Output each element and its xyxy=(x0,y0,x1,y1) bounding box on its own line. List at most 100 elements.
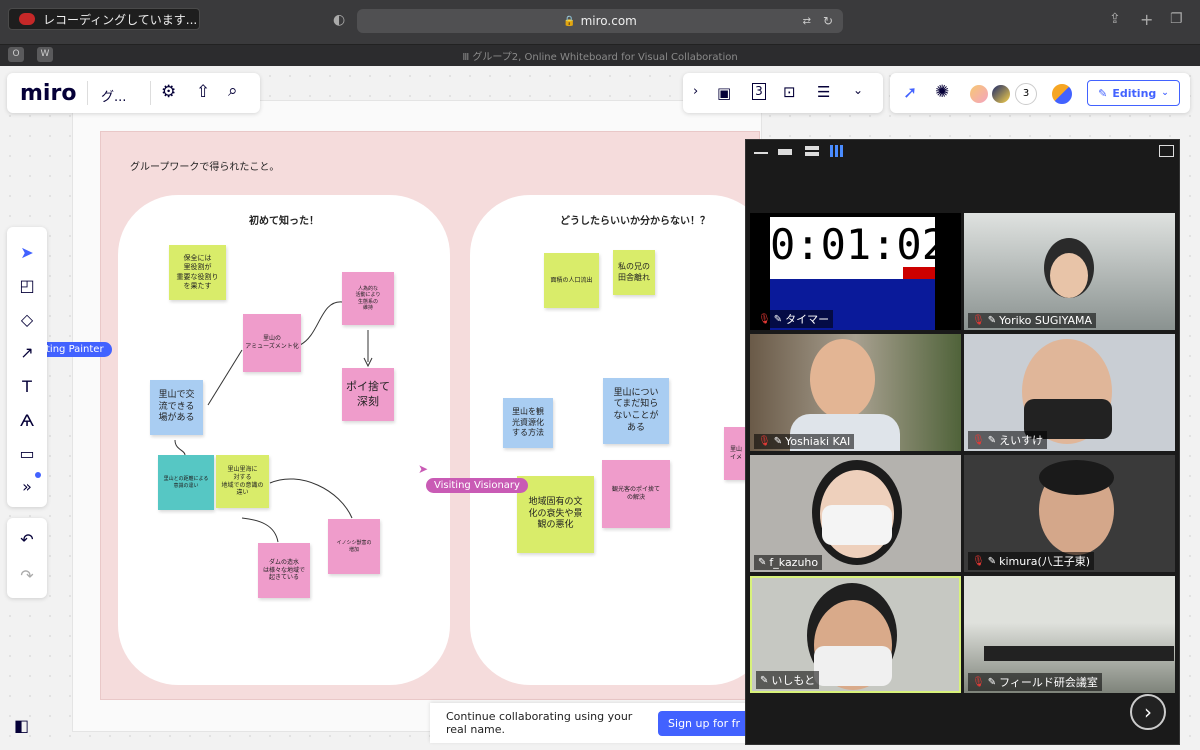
connector-tool-icon[interactable]: ↗ xyxy=(20,343,34,362)
timer-display: 0:01:02 xyxy=(770,217,947,273)
tab-title: Ⅲ グループ2, Online Whiteboard for Visual Co… xyxy=(462,52,738,63)
recording-indicator[interactable]: レコーディングしています... xyxy=(8,8,200,30)
participant-tile[interactable]: 🎙✎フィールド研会議室 xyxy=(964,576,1175,693)
timer-3-icon[interactable]: 3 xyxy=(752,83,766,100)
sticky-note-tool-icon[interactable]: ◰ xyxy=(19,276,35,295)
sticky-note[interactable]: 地域固有の文 化の衰失や景 観の悪化 xyxy=(517,476,594,553)
lock-icon: 🔒 xyxy=(563,15,576,27)
my-avatar[interactable] xyxy=(1050,82,1074,106)
sidebar-toggle-icon[interactable]: ◧ xyxy=(14,716,30,735)
pinned-tab-2[interactable]: W xyxy=(37,47,53,62)
participant-tile[interactable]: 🎙✎えいすけ xyxy=(964,334,1175,451)
celebrate-icon[interactable]: ✺ xyxy=(935,82,950,102)
pen-tool-icon[interactable]: Ѧ xyxy=(19,411,35,430)
participant-name-label: 🎙✎kimura(八王子東) xyxy=(968,552,1095,570)
collaboration-panel xyxy=(890,73,1190,113)
chevron-right-icon: › xyxy=(1144,700,1152,724)
share-icon[interactable]: ⇪ xyxy=(1109,11,1121,27)
sticky-note[interactable]: 里山 イメ xyxy=(724,427,748,480)
avatar[interactable] xyxy=(968,83,990,105)
next-page-button[interactable]: › xyxy=(1130,694,1166,730)
strip-view-icon[interactable] xyxy=(805,146,819,156)
sticky-note[interactable]: 私の兄の 田舎離れ xyxy=(613,250,655,295)
tab-overview-icon[interactable]: ❐ xyxy=(1170,11,1183,27)
column-unknown-title: どうしたらいいか分からない！？ xyxy=(560,216,710,227)
pin-icon: ✎ xyxy=(987,676,997,688)
collaborator-count-badge[interactable]: 3 xyxy=(1015,83,1037,105)
participant-tile[interactable]: 🎙✎Yoshiaki KAI xyxy=(750,334,961,451)
sticky-note[interactable]: 里山につい てまだ知ら ないことが ある xyxy=(603,378,669,444)
export-icon[interactable]: ⇧ xyxy=(196,82,211,102)
signup-text: Continue collaborating using your real n… xyxy=(446,710,633,736)
translate-icon[interactable]: ⇄ xyxy=(802,15,811,27)
video-call-window[interactable]: 0:01:02 🎙✎タイマー 🎙✎Yoriko SUGIYAMA 🎙✎Yoshi… xyxy=(745,139,1180,745)
participant-name-label: ✎f_kazuho xyxy=(754,555,823,570)
sticky-note[interactable]: 里山で交 流できる 場がある xyxy=(150,380,203,435)
avatar[interactable] xyxy=(990,83,1012,105)
sticky-note[interactable]: 面積の人口流出 xyxy=(544,253,599,308)
divider xyxy=(87,81,88,105)
address-bar[interactable]: 🔒 miro.com ⇄ ↻ xyxy=(357,9,843,33)
more-tools-icon[interactable]: » xyxy=(22,477,32,496)
pin-icon: ✎ xyxy=(758,557,767,568)
new-tab-icon[interactable]: + xyxy=(1140,10,1154,29)
board-tools-panel xyxy=(683,73,883,113)
participant-name-label: 🎙✎Yoriko SUGIYAMA xyxy=(968,313,1097,328)
shapes-tool-icon[interactable]: ◇ xyxy=(20,310,34,329)
pin-icon: ✎ xyxy=(987,434,997,446)
conference-table xyxy=(984,646,1174,661)
sticky-note[interactable]: 里山里海に 対する 地域での意識の 違い xyxy=(216,455,269,508)
board-name[interactable]: グ... xyxy=(101,90,127,105)
pin-icon: ✎ xyxy=(987,555,997,567)
sticky-note[interactable]: 保全には 里役割が 重要な役割り を果たす xyxy=(169,245,226,300)
timer-progress xyxy=(770,267,935,279)
mic-muted-icon: 🎙 xyxy=(972,434,985,446)
presentation-icon[interactable]: ⊡ xyxy=(783,83,796,101)
sticky-note[interactable]: 里山との距離による 意識の違い xyxy=(158,455,214,510)
text-tool-icon[interactable]: T xyxy=(22,377,32,396)
pin-icon: ✎ xyxy=(773,436,783,447)
sticky-note[interactable]: イノシシ獣害の 増加 xyxy=(328,519,380,574)
notes-icon[interactable]: ☰ xyxy=(817,83,831,101)
participant-tile[interactable]: 🎙✎kimura(八王子東) xyxy=(964,455,1175,572)
signup-button[interactable]: Sign up for fr xyxy=(658,710,750,736)
mic-muted-icon: 🎙 xyxy=(972,315,985,326)
shield-icon[interactable]: ◐ xyxy=(333,12,346,28)
sticky-note[interactable]: 里山の アミューズメント化 xyxy=(243,314,301,372)
sticky-note[interactable]: ダムの造水 は様々な地域で 起きている xyxy=(258,543,310,598)
cursor-follow-icon[interactable]: ➚ xyxy=(903,83,918,103)
participant-tile[interactable]: ✎f_kazuho xyxy=(750,455,961,572)
exit-fullscreen-icon[interactable] xyxy=(1159,145,1174,157)
sticky-note[interactable]: 里山を観 光資源化 する方法 xyxy=(503,398,553,448)
pin-icon: ✎ xyxy=(987,315,997,326)
sticky-note[interactable]: ポイ捨て 深刻 xyxy=(342,368,394,421)
collaborator-cursor-label: ting Painter xyxy=(38,342,112,357)
settings-gear-icon[interactable]: ⚙ xyxy=(161,82,177,102)
search-icon[interactable]: ⌕ xyxy=(228,81,238,101)
editing-mode-button[interactable]: ✎ Editing ⌄ xyxy=(1087,80,1180,106)
sticky-note[interactable]: 人為的な 活動により 生態系の 維持 xyxy=(342,272,394,325)
chevron-right-icon[interactable]: › xyxy=(693,84,699,99)
comment-tool-icon[interactable]: ▭ xyxy=(19,444,35,463)
participant-tile[interactable]: 🎙✎Yoriko SUGIYAMA xyxy=(964,213,1175,330)
double-chevron-down-icon[interactable]: ⌄ xyxy=(853,83,864,97)
miro-logo[interactable]: miro xyxy=(20,81,77,106)
participant-tile[interactable]: 0:01:02 🎙✎タイマー xyxy=(750,213,961,330)
reload-icon[interactable]: ↻ xyxy=(822,14,833,28)
participant-name-label: 🎙✎フィールド研会議室 xyxy=(968,673,1102,691)
frames-icon[interactable]: ▣ xyxy=(717,84,732,102)
speaker-view-icon[interactable] xyxy=(778,149,792,155)
participant-tile-active-speaker[interactable]: ✎いしもと xyxy=(750,576,961,693)
frame-title: グループワークで得られたこと。 xyxy=(130,162,280,173)
cursor-arrow-icon: ➤ xyxy=(418,462,429,476)
recording-label: レコーディングしています... xyxy=(43,12,198,27)
undo-icon[interactable]: ↶ xyxy=(20,530,34,549)
gallery-view-icon[interactable] xyxy=(830,145,844,157)
select-tool-icon[interactable]: ➤ xyxy=(20,243,34,262)
redo-icon[interactable]: ↷ xyxy=(20,566,34,585)
sticky-note[interactable]: 観光客のポイ捨て の解決 xyxy=(602,460,670,528)
mic-muted-icon: 🎙 xyxy=(972,555,985,567)
mask xyxy=(822,505,892,545)
pinned-tab-1[interactable]: O xyxy=(8,47,24,62)
minimize-icon[interactable] xyxy=(754,152,768,154)
